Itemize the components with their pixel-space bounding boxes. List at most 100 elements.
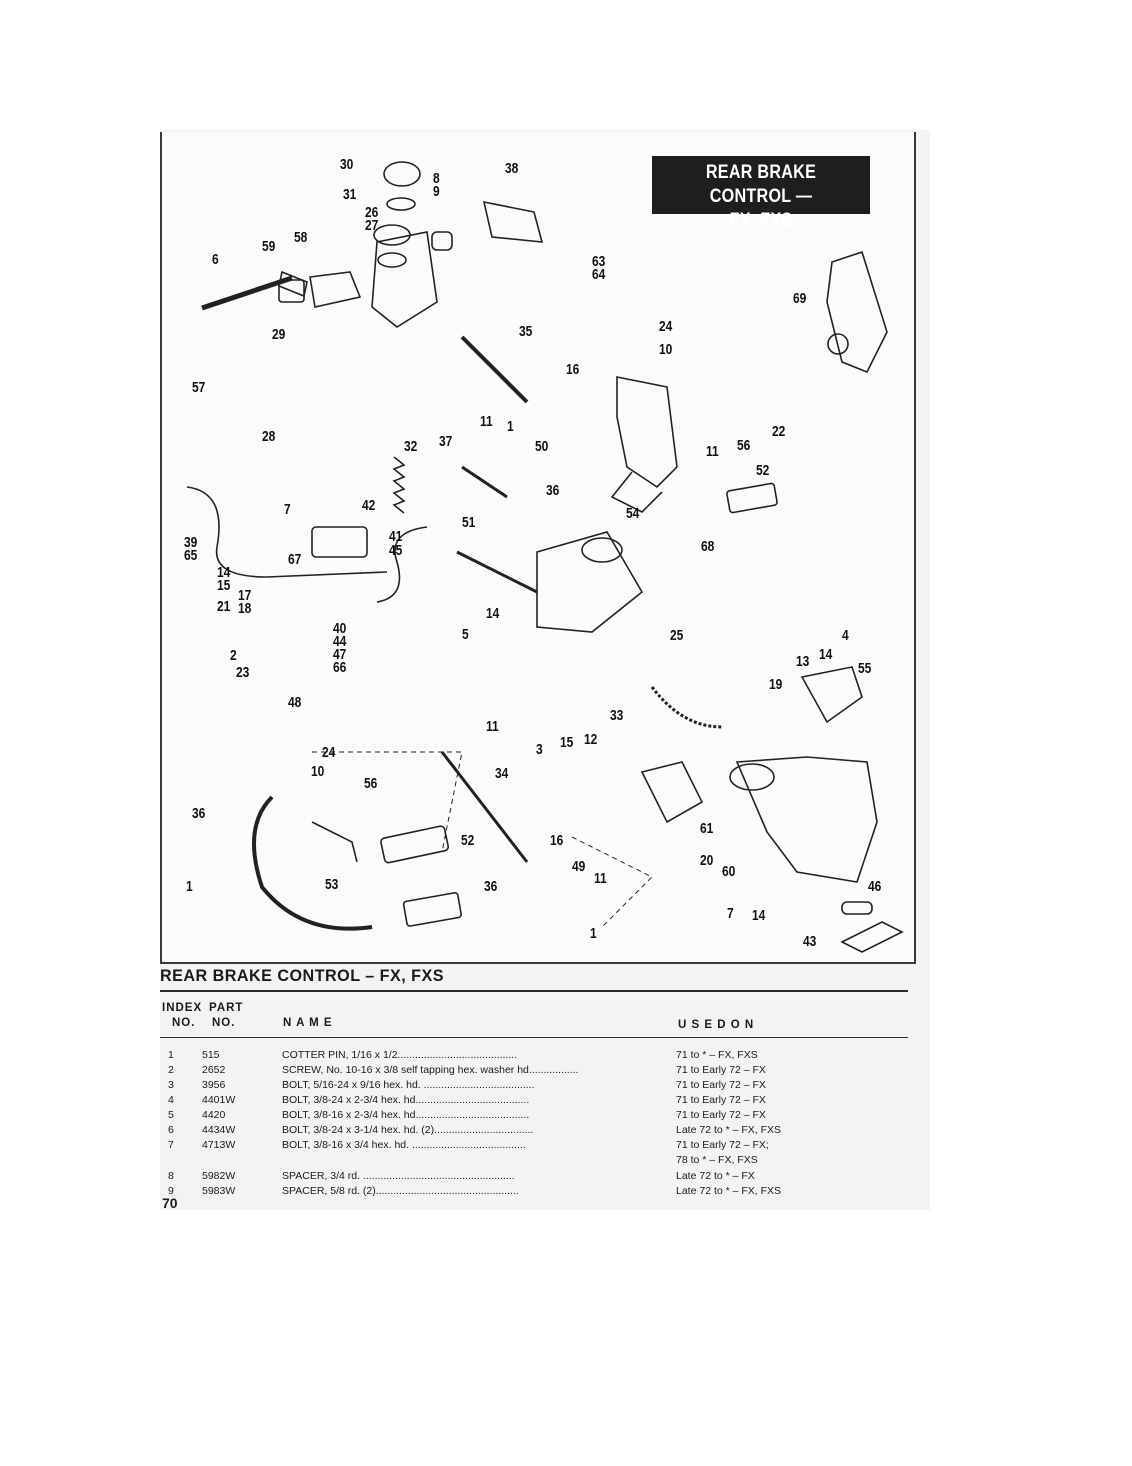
callout: 60 xyxy=(722,863,736,880)
callout: 25 xyxy=(670,627,684,644)
callout: 37 xyxy=(439,433,453,450)
callout: 32 xyxy=(404,438,418,455)
row-used-on: 71 to * – FX, FXS xyxy=(676,1049,758,1061)
callout: 28 xyxy=(262,428,276,445)
callout: 36 xyxy=(546,482,560,499)
row-name: COTTER PIN, 1/16 x 1/2..................… xyxy=(282,1049,518,1061)
callout: 5 xyxy=(462,626,469,643)
callout: 21 xyxy=(217,598,231,615)
callout: 39 xyxy=(184,534,198,551)
row-used-on: Late 72 to * – FX, FXS xyxy=(676,1124,782,1136)
header-name: N A M E xyxy=(283,1017,333,1029)
callout: 61 xyxy=(700,820,714,837)
row-part-no: 4713W xyxy=(202,1139,236,1151)
table-row: 1 515 COTTER PIN, 1/16 x 1/2............… xyxy=(164,1049,824,1065)
row-index: 6 xyxy=(168,1124,174,1136)
callout: 36 xyxy=(484,878,498,895)
row-used-on: 71 to Early 72 – FX xyxy=(676,1109,766,1121)
callout: 53 xyxy=(325,876,339,893)
row-index: 2 xyxy=(168,1064,174,1076)
callout: 35 xyxy=(519,323,533,340)
row-part-no: 5982W xyxy=(202,1170,236,1182)
row-used-on: 71 to Early 72 – FX xyxy=(676,1094,766,1106)
row-name: BOLT, 3/8-24 x 2-3/4 hex. hd............… xyxy=(282,1094,530,1106)
callout: 12 xyxy=(584,731,598,748)
callout: 11 xyxy=(706,443,719,460)
callout: 22 xyxy=(772,423,786,440)
callout: 51 xyxy=(462,514,476,531)
row-used-on: 71 to Early 72 – FX xyxy=(676,1079,766,1091)
callout: 33 xyxy=(610,707,624,724)
callout: 14 xyxy=(486,605,500,622)
callout: 69 xyxy=(793,290,807,307)
row-used-on: Late 72 to * – FX xyxy=(676,1170,755,1182)
row-part-no: 4420 xyxy=(202,1109,226,1121)
callout: 23 xyxy=(236,664,250,681)
row-name: SPACER, 5/8 rd. (2).....................… xyxy=(282,1185,519,1197)
header-index-bottom: NO. xyxy=(172,1017,196,1029)
exploded-parts-diagram xyxy=(160,132,916,964)
callout: 58 xyxy=(294,229,308,246)
callout: 10 xyxy=(659,341,673,358)
row-index: 7 xyxy=(168,1139,174,1151)
callout: 10 xyxy=(311,763,325,780)
callout: 8 xyxy=(433,170,440,187)
callout: 40 xyxy=(333,620,347,637)
callout: 19 xyxy=(769,676,783,693)
header-index-top: INDEX xyxy=(162,1002,203,1014)
callout: 47 xyxy=(333,646,347,663)
table-row: 7 4713W BOLT, 3/8-16 x 3/4 hex. hd. ....… xyxy=(164,1139,824,1155)
table-row: 2 2652 SCREW, No. 10-16 x 3/8 self tappi… xyxy=(164,1064,824,1080)
divider xyxy=(160,990,908,992)
section-badge: REAR BRAKE CONTROL — FX, FXS xyxy=(652,156,870,231)
divider xyxy=(160,1037,908,1038)
table-row: 6 4434W BOLT, 3/8-24 x 3-1/4 hex. hd. (2… xyxy=(164,1124,824,1140)
callout: 2 xyxy=(230,647,237,664)
callout: 65 xyxy=(184,547,198,564)
callout: 68 xyxy=(701,538,715,555)
row-used-on: 78 to * – FX, FXS xyxy=(676,1154,758,1166)
callout: 7 xyxy=(727,905,734,922)
row-index: 8 xyxy=(168,1170,174,1182)
badge-line2: FX, FXS xyxy=(729,210,793,231)
callout: 4 xyxy=(842,627,849,644)
parts-line-art xyxy=(186,161,904,953)
row-name: BOLT, 3/8-16 x 3/4 hex. hd. ............… xyxy=(282,1139,526,1151)
callout: 6 xyxy=(212,251,219,268)
callout: 49 xyxy=(572,858,586,875)
callout: 56 xyxy=(364,775,378,792)
table-row: 78 to * – FX, FXS xyxy=(164,1154,824,1170)
callout: 44 xyxy=(333,633,347,650)
callout: 66 xyxy=(333,659,347,676)
callout: 52 xyxy=(756,462,770,479)
callout: 38 xyxy=(505,160,519,177)
row-used-on: 71 to Early 72 – FX; xyxy=(676,1139,769,1151)
header-part-top: PART xyxy=(209,1002,244,1014)
callout: 31 xyxy=(343,186,357,203)
callout: 17 xyxy=(238,587,252,604)
row-name: BOLT, 3/8-24 x 3-1/4 hex. hd. (2).......… xyxy=(282,1124,534,1136)
row-used-on: 71 to Early 72 – FX xyxy=(676,1064,766,1076)
callout: 26 xyxy=(365,204,379,221)
callout: 46 xyxy=(868,878,882,895)
row-part-no: 5983W xyxy=(202,1185,236,1197)
row-part-no: 3956 xyxy=(202,1079,226,1091)
row-index: 4 xyxy=(168,1094,174,1106)
row-name: SPACER, 3/4 rd. ........................… xyxy=(282,1170,515,1182)
table-row: 5 4420 BOLT, 3/8-16 x 2-3/4 hex. hd.....… xyxy=(164,1109,824,1125)
row-part-no: 2652 xyxy=(202,1064,226,1076)
row-used-on: Late 72 to * – FX, FXS xyxy=(676,1185,782,1197)
callout: 18 xyxy=(238,600,252,617)
callout: 29 xyxy=(272,326,286,343)
callout: 54 xyxy=(626,505,640,522)
callout: 15 xyxy=(560,734,574,751)
callout: 56 xyxy=(737,437,751,454)
callout: 1 xyxy=(507,418,514,435)
callout: 14 xyxy=(217,564,231,581)
callout: 41 xyxy=(389,528,403,545)
row-part-no: 4401W xyxy=(202,1094,236,1106)
callout: 42 xyxy=(362,497,376,514)
callout: 30 xyxy=(340,156,354,173)
callout: 63 xyxy=(592,253,606,270)
row-index: 3 xyxy=(168,1079,174,1091)
